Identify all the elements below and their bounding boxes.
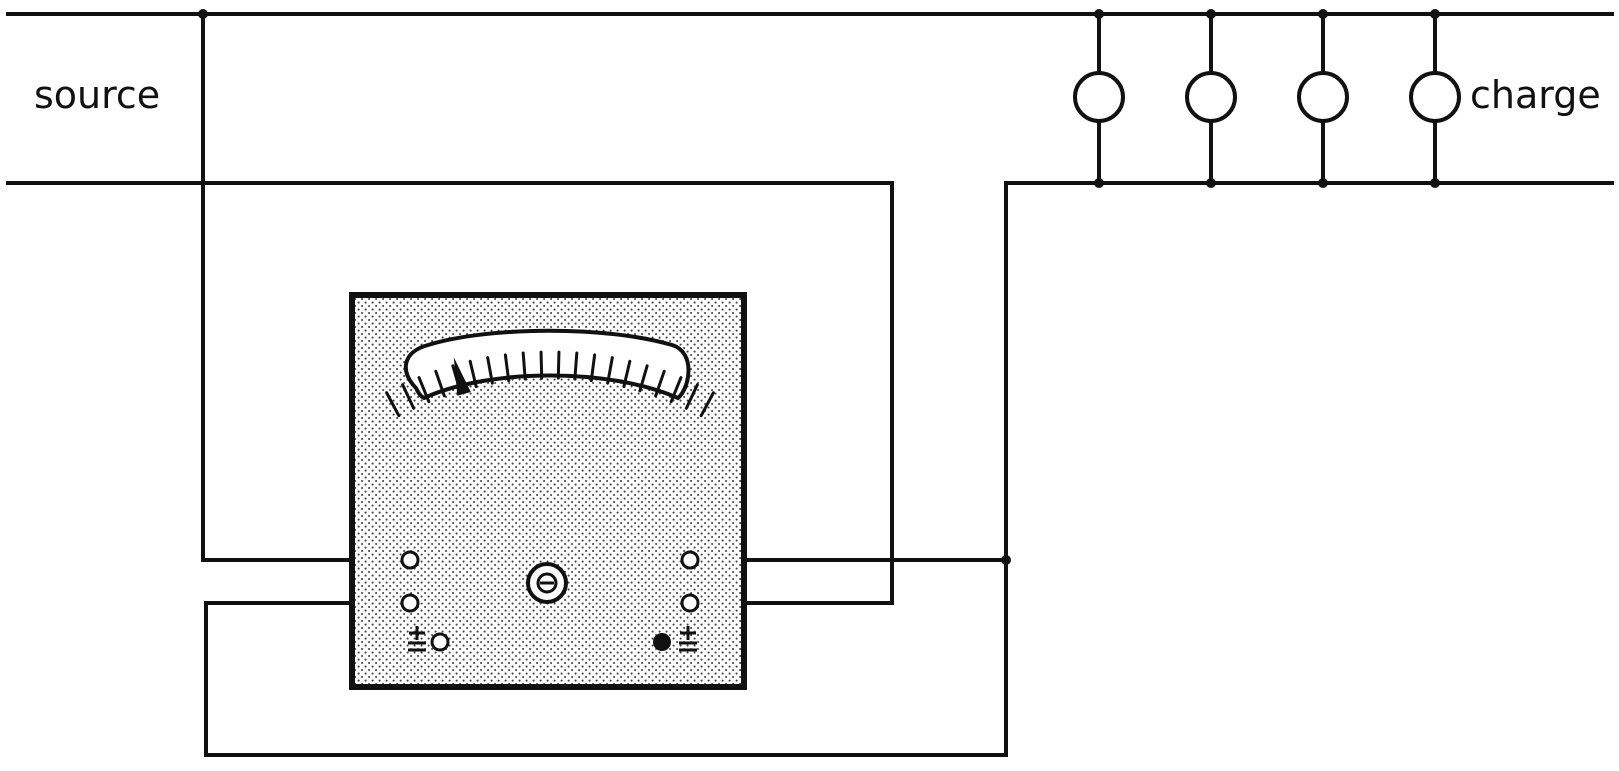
source-label: source — [34, 73, 161, 117]
scale-tick — [684, 383, 699, 410]
scale-tick — [417, 376, 431, 404]
meter-scale-ticks — [385, 350, 715, 418]
polarity-mark-right-icon — [653, 626, 697, 652]
terminal-current-right — [680, 593, 700, 613]
scale-tick — [606, 356, 614, 385]
scale-tick — [539, 350, 544, 380]
scale-tick — [699, 391, 715, 418]
scale-tick — [556, 350, 561, 380]
lamp-load-icon — [1409, 9, 1461, 188]
lamp-load-icon — [1185, 9, 1237, 188]
scale-tick — [622, 359, 632, 389]
polarity-mark-left-icon — [408, 626, 450, 652]
lamp-loads — [1073, 9, 1461, 188]
lamp-load-icon — [1297, 9, 1349, 188]
scale-tick — [401, 383, 416, 410]
scale-tick — [385, 391, 401, 418]
scale-tick — [468, 359, 478, 389]
junction-dot — [1001, 555, 1011, 565]
terminal-voltage-right — [680, 550, 700, 570]
meter-needle — [453, 357, 471, 396]
scale-tick — [638, 364, 649, 393]
scale-tick — [486, 356, 494, 385]
zero-adjust-screw-icon — [526, 562, 568, 604]
meter-scale-window — [403, 328, 691, 401]
scale-tick — [503, 353, 511, 383]
analog-meter-icon — [349, 292, 747, 690]
scale-tick — [521, 351, 527, 381]
scale-tick — [654, 369, 666, 398]
terminal-voltage-left — [400, 550, 420, 570]
bottom-supply-line-right — [204, 181, 1614, 757]
bottom-supply-line-left — [6, 181, 894, 605]
scale-tick — [434, 369, 446, 398]
charge-label: charge — [1470, 73, 1601, 117]
scale-tick — [669, 376, 683, 404]
scale-tick — [589, 353, 597, 383]
terminal-current-left — [400, 593, 420, 613]
junction-dot — [198, 9, 208, 19]
needle-pointer — [453, 357, 471, 396]
voltage-wire-left — [201, 12, 412, 562]
lamp-load-icon — [1073, 9, 1125, 188]
scale-tick — [573, 351, 579, 381]
